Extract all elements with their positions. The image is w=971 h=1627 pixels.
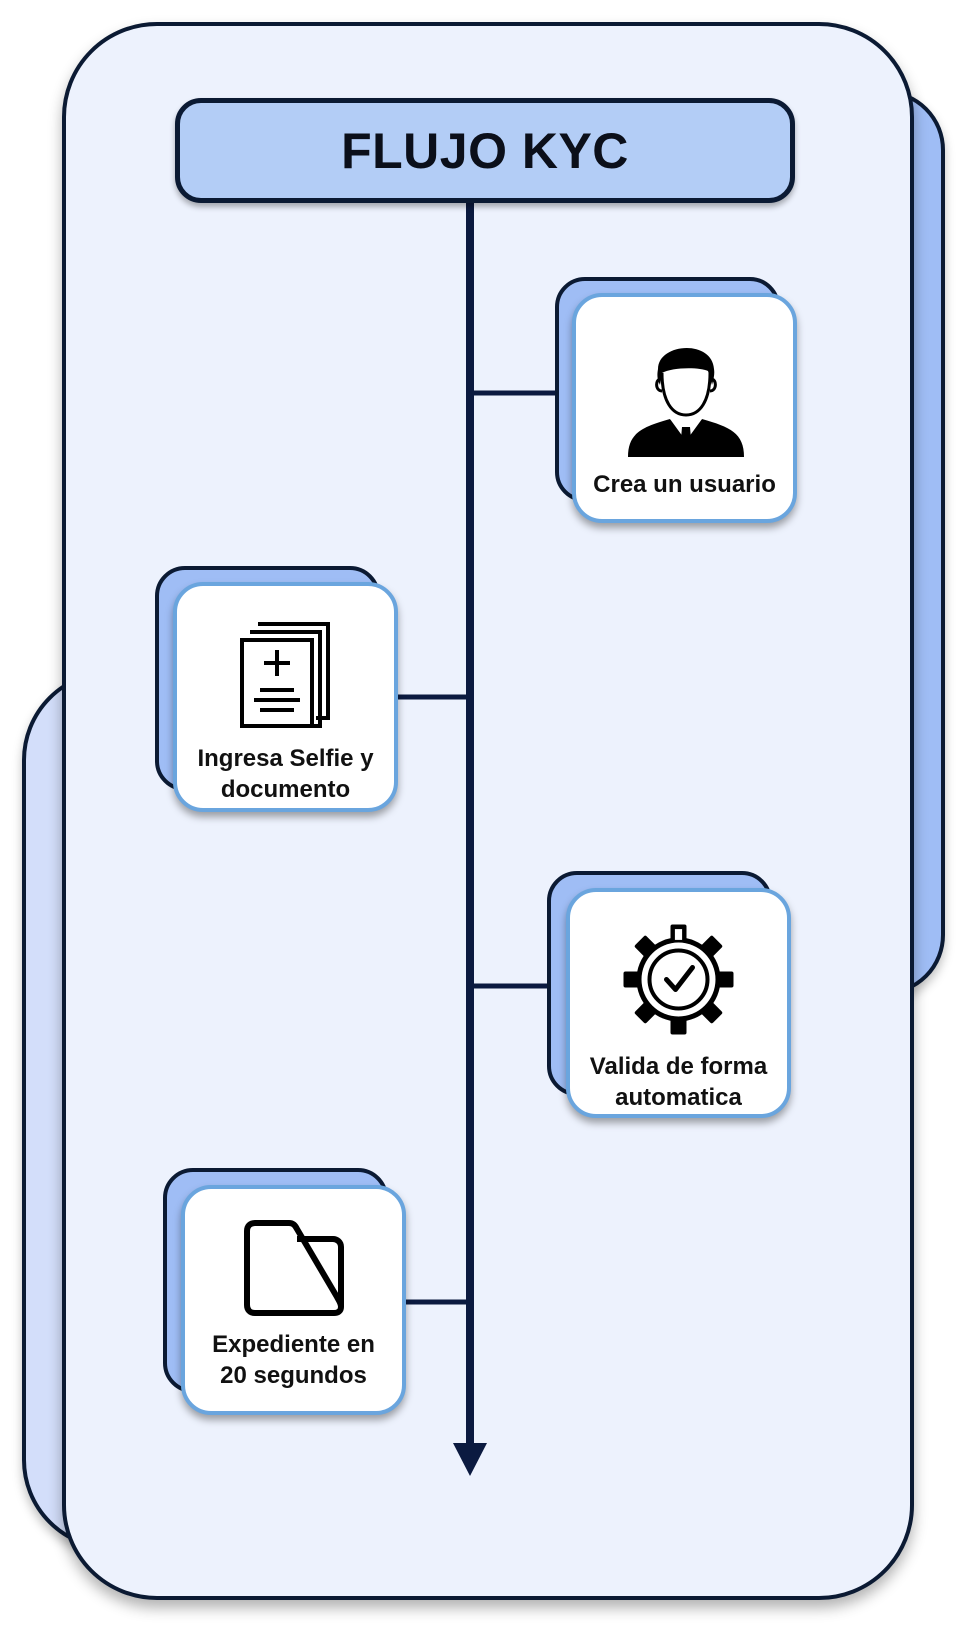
- step-4-label: Expediente en 20 segundos: [212, 1331, 375, 1389]
- diagram-title: FLUJO KYC: [341, 122, 629, 179]
- step-3-card: Valida de forma automatica: [566, 888, 791, 1118]
- step-4-card: Expediente en 20 segundos: [181, 1185, 406, 1415]
- title-box: FLUJO KYC: [175, 98, 795, 203]
- user-businessman-icon: [627, 347, 744, 457]
- timeline-arrowhead: [453, 1443, 487, 1476]
- gear-check-icon: [623, 924, 734, 1035]
- documents-icon: [239, 622, 330, 728]
- step-1-card: Crea un usuario: [572, 293, 797, 523]
- folder-icon: [243, 1220, 344, 1316]
- step-3-label: Valida de forma automatica: [589, 1053, 768, 1111]
- step-1-label: Crea un usuario: [593, 471, 776, 498]
- step-2-label: Ingresa Selfie y documento: [197, 745, 374, 803]
- step-2-card: Ingresa Selfie y documento: [173, 582, 398, 812]
